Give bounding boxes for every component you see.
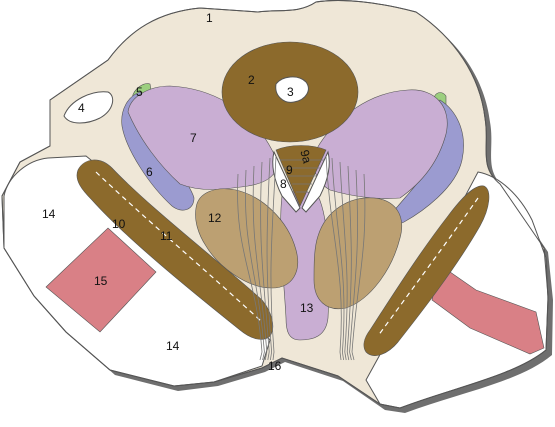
label-14-bottom: 14 <box>166 339 180 353</box>
label-4: 4 <box>78 101 85 115</box>
fiber-end-right <box>344 351 347 361</box>
fiber-end-left <box>267 351 270 361</box>
fiber-end-left <box>272 351 275 361</box>
label-13: 13 <box>300 301 314 315</box>
nerve-fiber-right <box>349 169 358 353</box>
label-1: 1 <box>206 11 213 25</box>
pink-band-15-left <box>45 227 157 333</box>
label-12: 12 <box>208 211 222 225</box>
fiber-end-left <box>259 351 263 361</box>
nerve-fiber-left <box>252 165 268 353</box>
nerve-fibers-16 <box>237 155 366 361</box>
fiber-end-left <box>270 351 272 361</box>
label-10: 10 <box>112 217 126 231</box>
label-7: 7 <box>190 131 197 145</box>
dark-brown-band-10-11-left <box>76 159 274 340</box>
fiber-end-left <box>264 351 268 361</box>
fiber-end-right <box>342 351 344 361</box>
fiber-end-left <box>262 351 265 361</box>
nerve-fiber-right <box>339 161 348 353</box>
dashed-line-left-band <box>95 171 263 323</box>
label-15: 15 <box>94 274 108 288</box>
dark-brown-band-right <box>363 185 490 356</box>
light-brown-body-12-left <box>195 188 298 289</box>
nerve-fiber-right <box>325 155 342 353</box>
label-8: 8 <box>280 177 287 191</box>
label-5: 5 <box>136 85 143 99</box>
nerve-fiber-left <box>237 173 263 353</box>
oval-structure-4 <box>63 91 114 124</box>
wedge-structure-8 <box>272 150 301 213</box>
outline-main <box>1 0 549 409</box>
fiber-end-right <box>351 351 355 361</box>
lumen-3 <box>275 76 309 103</box>
label-6: 6 <box>146 165 153 179</box>
nerve-fiber-right <box>346 165 352 353</box>
label-9a: 9a <box>297 148 314 165</box>
nerve-fiber-left <box>270 155 277 353</box>
label-11: 11 <box>160 229 173 243</box>
nerve-fiber-right <box>331 157 345 353</box>
label-16: 16 <box>268 359 282 373</box>
label-2: 2 <box>248 73 255 87</box>
nerve-fiber-left <box>245 169 265 353</box>
label-14-top: 14 <box>42 207 56 221</box>
fiber-end-right <box>339 351 342 361</box>
pink-band-right <box>431 264 545 355</box>
wedge-structure-right <box>301 150 330 213</box>
label-9: 9 <box>286 163 293 177</box>
fiber-end-right <box>346 351 350 361</box>
label-3: 3 <box>287 85 294 99</box>
nerve-fiber-left <box>266 157 272 353</box>
dashed-line-right-band <box>377 197 479 337</box>
nerve-fiber-left <box>260 161 270 353</box>
fiber-end-right <box>349 351 352 361</box>
nerve-fiber-right <box>351 173 366 353</box>
